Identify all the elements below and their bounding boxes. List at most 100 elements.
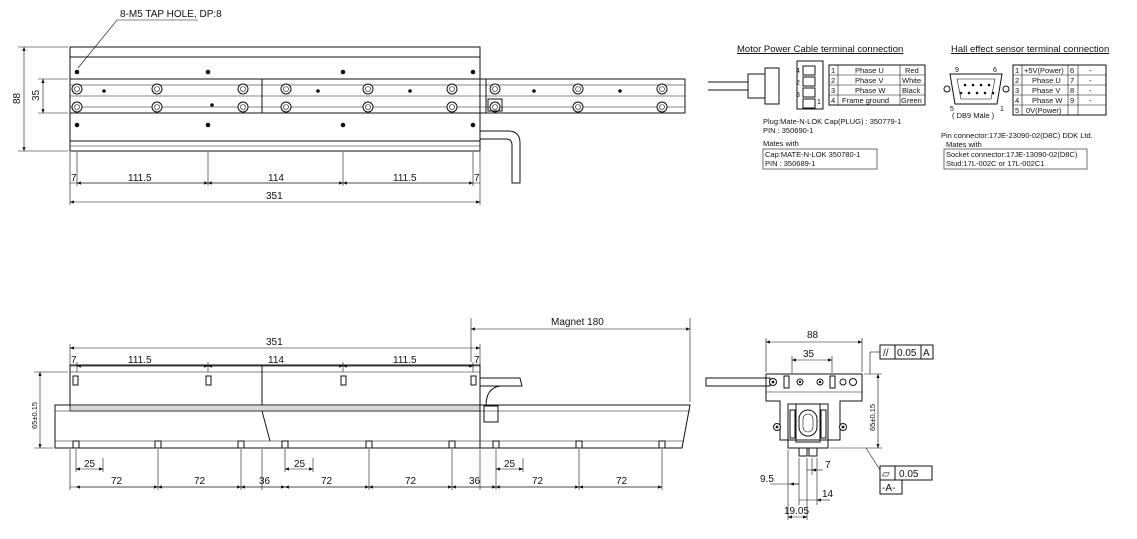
svg-text:72: 72: [194, 476, 206, 487]
top-dim-right-margin: 7: [474, 173, 480, 184]
svg-text:72: 72: [532, 476, 544, 487]
end-dim-height: 65±0.15: [868, 404, 877, 431]
svg-text:4: 4: [1015, 96, 1019, 105]
motor-mates-with: Mates with: [763, 139, 799, 148]
hall-mates-with: Mates with: [946, 140, 982, 149]
svg-text:9: 9: [1070, 96, 1074, 105]
svg-text:Phase W: Phase W: [855, 86, 886, 95]
top-dim-width: 88: [12, 92, 23, 104]
motor-mate-line2: PIN : 350689-1: [765, 159, 815, 168]
svg-text:72: 72: [616, 476, 628, 487]
svg-text:72: 72: [405, 476, 417, 487]
svg-text:1: 1: [817, 99, 821, 106]
end-dim-inner: 35: [803, 349, 815, 360]
top-dim-pitch1: 111.5: [128, 173, 152, 184]
svg-text:Phase W: Phase W: [1032, 96, 1063, 105]
tol-parallel-frame: // 0.05 A: [879, 344, 934, 360]
svg-text:2: 2: [796, 80, 800, 87]
svg-text:72: 72: [111, 476, 123, 487]
top-holes: [71, 69, 668, 128]
svg-text:Phase V: Phase V: [855, 76, 883, 85]
svg-text:4: 4: [831, 96, 835, 105]
top-view: 8-M5 TAP HOLE, DP:8 88 35 7 111.5 114 11…: [12, 9, 686, 205]
motor-plug-line1: Plug:Mate-N-LOK Cap(PLUG) : 350779-1: [763, 117, 901, 126]
top-dim-pitch3: 111.5: [393, 173, 417, 184]
svg-text:Phase V: Phase V: [1032, 86, 1060, 95]
tap-hole-note: 8-M5 TAP HOLE, DP:8: [120, 9, 222, 20]
svg-text:White: White: [902, 76, 921, 85]
svg-text:5: 5: [1015, 106, 1019, 115]
svg-text:111.5: 111.5: [128, 355, 152, 366]
svg-text:+5V(Power): +5V(Power): [1024, 66, 1064, 75]
hall-socket: Socket connector:17JE-13090-02(D8C): [946, 150, 1078, 159]
top-dim-total: 351: [266, 191, 283, 202]
svg-text:-A-: -A-: [882, 483, 895, 494]
svg-text:-: -: [1089, 96, 1092, 105]
svg-text:A: A: [923, 348, 930, 359]
top-dim-inner: 35: [31, 89, 42, 101]
svg-text:1: 1: [1015, 66, 1019, 75]
svg-text:9: 9: [955, 67, 959, 74]
svg-text:Phase U: Phase U: [855, 66, 884, 75]
svg-text:1: 1: [1000, 106, 1004, 113]
tol-flat-frame: ▱ 0.05 -A-: [879, 465, 933, 495]
svg-text:6: 6: [993, 67, 997, 74]
end-dim-9-5: 9.5: [760, 474, 774, 485]
hall-stud: Stud:17L-002C or 17L-002C1: [946, 159, 1044, 168]
side-bolts: [72, 375, 666, 449]
end-view: 88 35 65±0.15 // 0.05 A ▱ 0.05 -A-: [705, 330, 934, 520]
svg-text://: //: [883, 348, 889, 359]
top-dim-pitch2: 114: [268, 173, 284, 184]
end-dim-7: 7: [825, 460, 831, 471]
svg-text:7: 7: [71, 355, 77, 366]
svg-text:5: 5: [950, 106, 954, 113]
svg-text:7: 7: [1070, 76, 1074, 85]
svg-text:Phase U: Phase U: [1032, 76, 1061, 85]
hall-pin-connector: Pin connector:17JE-23090-02(D8C) DDK Ltd…: [941, 131, 1093, 140]
svg-text:8: 8: [1070, 86, 1074, 95]
side-dim-height: 65±0.15: [30, 402, 39, 429]
svg-text:3: 3: [796, 92, 800, 99]
svg-text:2: 2: [1015, 76, 1019, 85]
db9-label: ( DB9 Male ): [952, 111, 995, 120]
svg-text:Green: Green: [901, 96, 922, 105]
hall-sensor-title: Hall effect sensor terminal connection: [951, 44, 1109, 55]
db9-connector: 9 6 5 1 ( DB9 Male ): [943, 67, 1010, 120]
end-dim-19-05: 19.05: [784, 506, 809, 517]
svg-text:Frame ground: Frame ground: [842, 96, 889, 105]
top-dim-left-margin: 7: [71, 173, 77, 184]
svg-text:114: 114: [268, 355, 284, 366]
svg-text:0V(Power): 0V(Power): [1026, 106, 1062, 115]
svg-text:36: 36: [469, 476, 481, 487]
side-dim-total: 351: [266, 337, 283, 348]
motor-cable-title: Motor Power Cable terminal connection: [737, 44, 903, 55]
svg-text:Black: Black: [902, 86, 921, 95]
side-dim-magnet: Magnet 180: [551, 317, 604, 328]
svg-text:0.05: 0.05: [899, 469, 919, 480]
svg-text:3: 3: [1015, 86, 1019, 95]
tap-hole-leader: [77, 19, 198, 69]
hall-pin-table: 1 +5V(Power) 6 - 2 Phase U 7 - 3 Phase V…: [1012, 64, 1107, 116]
top-frame-outline: [69, 46, 481, 152]
hall-sensor-section: Hall effect sensor terminal connection 9…: [941, 44, 1109, 170]
svg-text:4: 4: [796, 68, 800, 75]
end-carriage: [765, 373, 863, 441]
motor-mate-line1: Cap:MATE-N-LOK 350780-1: [765, 150, 860, 159]
svg-text:25: 25: [504, 459, 516, 470]
svg-text:-: -: [1089, 76, 1092, 85]
motor-plug-line2: PIN : 350690-1: [763, 126, 813, 135]
svg-text:1: 1: [831, 66, 835, 75]
svg-text:▱: ▱: [882, 469, 890, 480]
side-body: [69, 364, 481, 406]
svg-text:-: -: [1089, 86, 1092, 95]
svg-text:6: 6: [1070, 66, 1074, 75]
motor-pin-table: 1 Phase U Red 2 Phase V White 3 Phase W …: [828, 64, 926, 106]
side-view: Magnet 180 351 7 111.5 114 111.5 7 65±0.…: [30, 317, 691, 490]
end-dim-width: 88: [807, 330, 819, 341]
svg-text:72: 72: [321, 476, 333, 487]
svg-text:25: 25: [84, 459, 96, 470]
end-dim-14: 14: [822, 489, 834, 500]
svg-text:111.5: 111.5: [393, 355, 417, 366]
svg-text:36: 36: [259, 476, 271, 487]
